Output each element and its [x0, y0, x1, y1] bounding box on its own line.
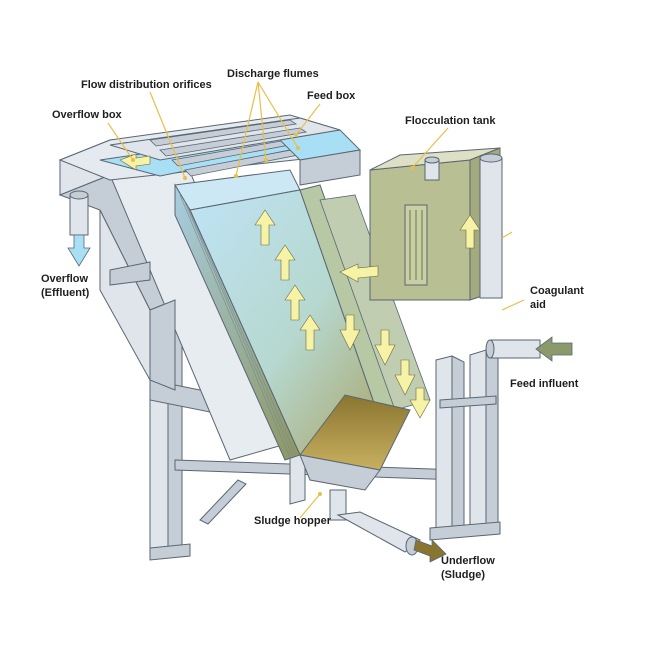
- feed-pipe-riser: [479, 153, 503, 299]
- underflow-arrow: [413, 539, 447, 563]
- feed-box: [278, 129, 362, 186]
- label-underflow-sludge: Underflow (Sludge): [441, 555, 495, 581]
- underflow-pipe: [329, 489, 421, 556]
- upflow-arrow: [299, 314, 321, 351]
- upflow-arrow: [284, 284, 306, 321]
- downflow-arrow: [374, 329, 396, 366]
- feed-influent-pipe: [485, 339, 541, 359]
- label-feed-box: Feed box: [307, 90, 356, 102]
- leader-lines: [107, 81, 525, 519]
- label-overflow-effluent: Overflow (Effluent): [41, 273, 90, 299]
- downflow-arrow: [409, 387, 431, 419]
- label-overflow-box: Overflow box: [52, 109, 122, 121]
- upflow-arrow: [274, 244, 296, 281]
- flow-arrows: [119, 153, 481, 419]
- discharge-flumes: [149, 119, 325, 177]
- sludge-hopper: [299, 394, 411, 491]
- downflow-arrow: [394, 359, 416, 396]
- leader-end-dots: [131, 133, 414, 496]
- label-flow-distribution-orifices: Flow distribution orifices: [81, 79, 212, 91]
- downflow-arrow: [339, 314, 361, 351]
- label-flocculation-tank: Flocculation tank: [405, 115, 496, 127]
- label-sludge-hopper: Sludge hopper: [254, 515, 331, 527]
- overflow-pipe: [69, 190, 89, 236]
- label-coagulant-aid: Coagulant aid: [530, 285, 584, 311]
- orifice-arrow: [119, 153, 151, 171]
- lamella-plate-pack: [174, 169, 431, 461]
- upflow-arrow: [254, 209, 276, 246]
- label-feed-influent: Feed influent: [510, 378, 579, 390]
- label-discharge-flumes: Discharge flumes: [227, 68, 319, 80]
- overflow-arrow: [67, 234, 91, 267]
- floc-tank-arrow: [459, 214, 481, 249]
- transfer-arrow: [339, 263, 379, 283]
- feed-influent-arrow: [535, 336, 573, 362]
